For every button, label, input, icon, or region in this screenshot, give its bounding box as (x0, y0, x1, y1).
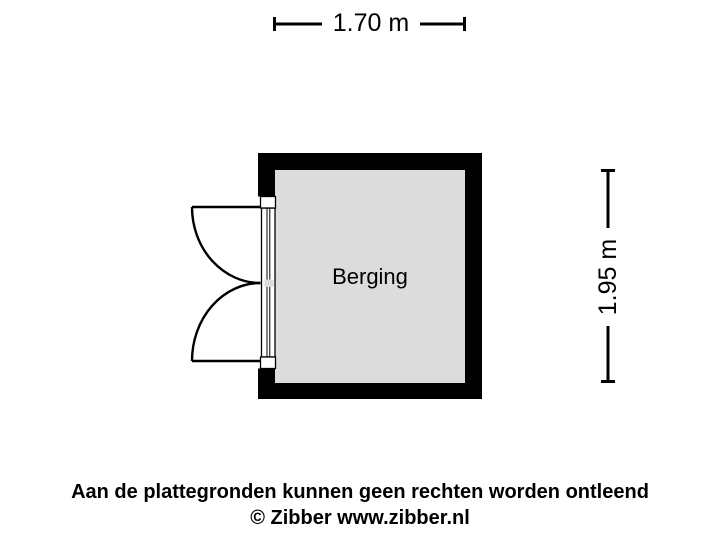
room-name-label: Berging (332, 263, 408, 289)
footer-disclaimer: Aan de plattegronden kunnen geen rechten… (71, 481, 649, 503)
room-berging (257, 153, 482, 399)
width-dimension-label: 1.70 m (322, 8, 420, 38)
door-swing-arc-bottom (190, 281, 261, 362)
height-dimension-label: 1.95 m (593, 228, 623, 326)
door-post-bottom (259, 356, 277, 370)
door-post-top (259, 195, 277, 209)
door-meeting-notch (264, 279, 274, 287)
double-door (190, 195, 277, 370)
footer: Aan de plattegronden kunnen geen rechten… (0, 479, 720, 531)
footer-credit: © Zibber www.zibber.nl (250, 507, 470, 529)
door-swing-arc-top (190, 206, 261, 285)
room-floor (275, 170, 465, 383)
